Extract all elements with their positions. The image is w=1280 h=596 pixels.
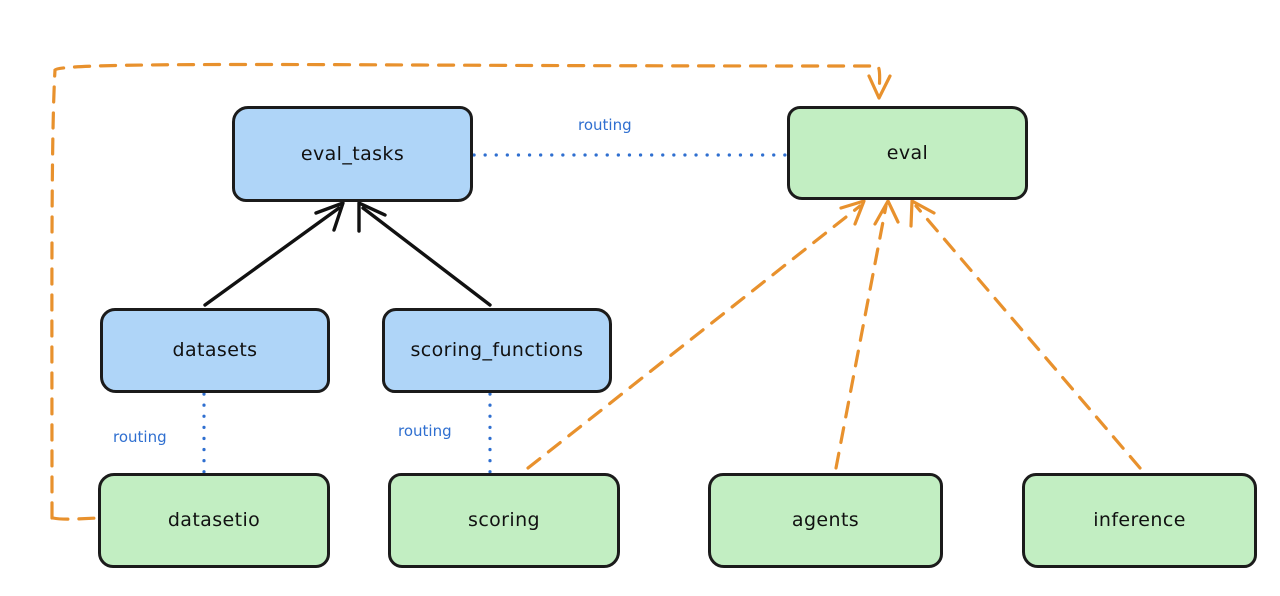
edge-label-routing-eval: routing (578, 116, 632, 134)
node-label-datasets: datasets (172, 339, 258, 361)
node-datasets[interactable]: datasets (100, 308, 330, 393)
edge-scoring_functions-to-eval_tasks (357, 201, 492, 307)
node-label-eval-tasks: eval_tasks (300, 142, 405, 165)
node-eval[interactable]: eval (787, 106, 1028, 200)
edge-label-routing-scoring: routing (398, 422, 452, 440)
edge-datasets-to-eval_tasks (203, 201, 345, 307)
node-datasetio[interactable]: datasetio (98, 473, 330, 568)
node-label-eval: eval (886, 141, 929, 164)
node-label-scoring: scoring (468, 509, 540, 531)
edge-agents-to-eval (834, 199, 900, 470)
node-agents[interactable]: agents (708, 473, 943, 568)
edge-label-routing-datasetio: routing (113, 428, 167, 446)
node-label-datasetio: datasetio (167, 509, 261, 531)
node-label-inference: inference (1093, 509, 1186, 531)
node-scoring[interactable]: scoring (388, 473, 620, 568)
node-label-scoring-functions: scoring_functions (410, 339, 584, 361)
node-scoring-functions[interactable]: scoring_functions (382, 308, 612, 393)
edge-inference-to-eval (909, 199, 1142, 470)
node-inference[interactable]: inference (1022, 473, 1257, 568)
node-eval-tasks[interactable]: eval_tasks (232, 106, 473, 202)
node-label-agents: agents (791, 509, 860, 531)
